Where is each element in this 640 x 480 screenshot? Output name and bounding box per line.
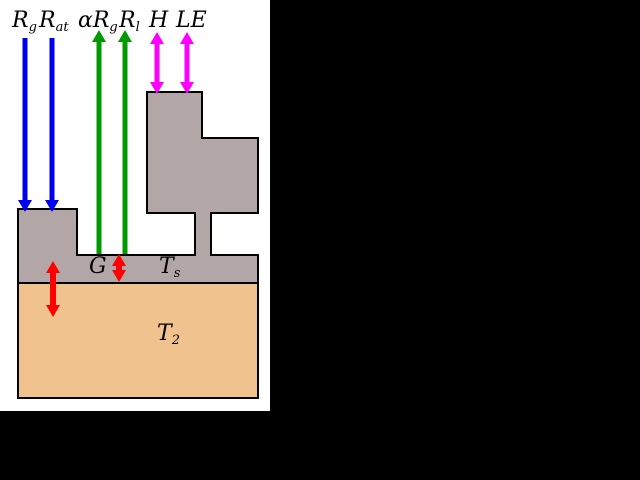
soil-heat-up-arrowhead-icon (46, 261, 60, 273)
energy-balance-diagram: Rg Rat αRg Rl H LE G Ts T2 (0, 0, 270, 411)
ground-flux-down-arrowhead-icon (112, 270, 126, 282)
label-latent-heat: LE (176, 10, 207, 32)
soil-layer (17, 282, 259, 399)
label-main: T (159, 254, 174, 279)
label-sensible-heat: H (149, 10, 168, 32)
label-sub: at (55, 20, 69, 35)
latent-heat-down-arrowhead-icon (180, 82, 194, 94)
longwave-emission-arrowhead-icon (118, 30, 132, 42)
latent-heat-up-arrowhead-icon (180, 32, 194, 44)
buildings-and-surface-shape (17, 91, 259, 284)
label-deep-soil-temperature: T2 (157, 321, 180, 348)
label-ground-flux: G (89, 256, 107, 278)
label-atmospheric-radiation: Rat (39, 8, 69, 35)
label-main: R (12, 8, 29, 33)
diagram-shapes (17, 30, 259, 399)
atmospheric-radiation-arrowhead-icon (45, 200, 59, 212)
label-main: LE (176, 8, 207, 33)
label-sub: 2 (171, 333, 180, 348)
soil-heat-down-arrowhead-icon (46, 305, 60, 317)
solar-radiation-arrowhead-icon (18, 200, 32, 212)
label-surface-temperature: Ts (159, 254, 181, 281)
label-sub: g (109, 20, 118, 35)
label-main: G (89, 254, 107, 279)
label-main: R (119, 8, 136, 33)
label-main: T (157, 321, 172, 346)
label-longwave-radiation: Rl (119, 8, 140, 35)
sensible-heat-up-arrowhead-icon (150, 32, 164, 44)
sensible-heat-down-arrowhead-icon (150, 82, 164, 94)
label-global-radiation: Rg (12, 8, 37, 35)
label-sub: g (28, 20, 37, 35)
label-main: H (149, 8, 169, 33)
label-reflected-radiation: αRg (78, 8, 118, 35)
reflected-solar-arrowhead-icon (92, 30, 106, 42)
label-main: R (39, 8, 56, 33)
label-main: αR (78, 8, 110, 33)
label-sub: l (135, 20, 140, 35)
label-sub: s (173, 266, 181, 281)
ground-flux-up-arrowhead-icon (112, 254, 126, 266)
